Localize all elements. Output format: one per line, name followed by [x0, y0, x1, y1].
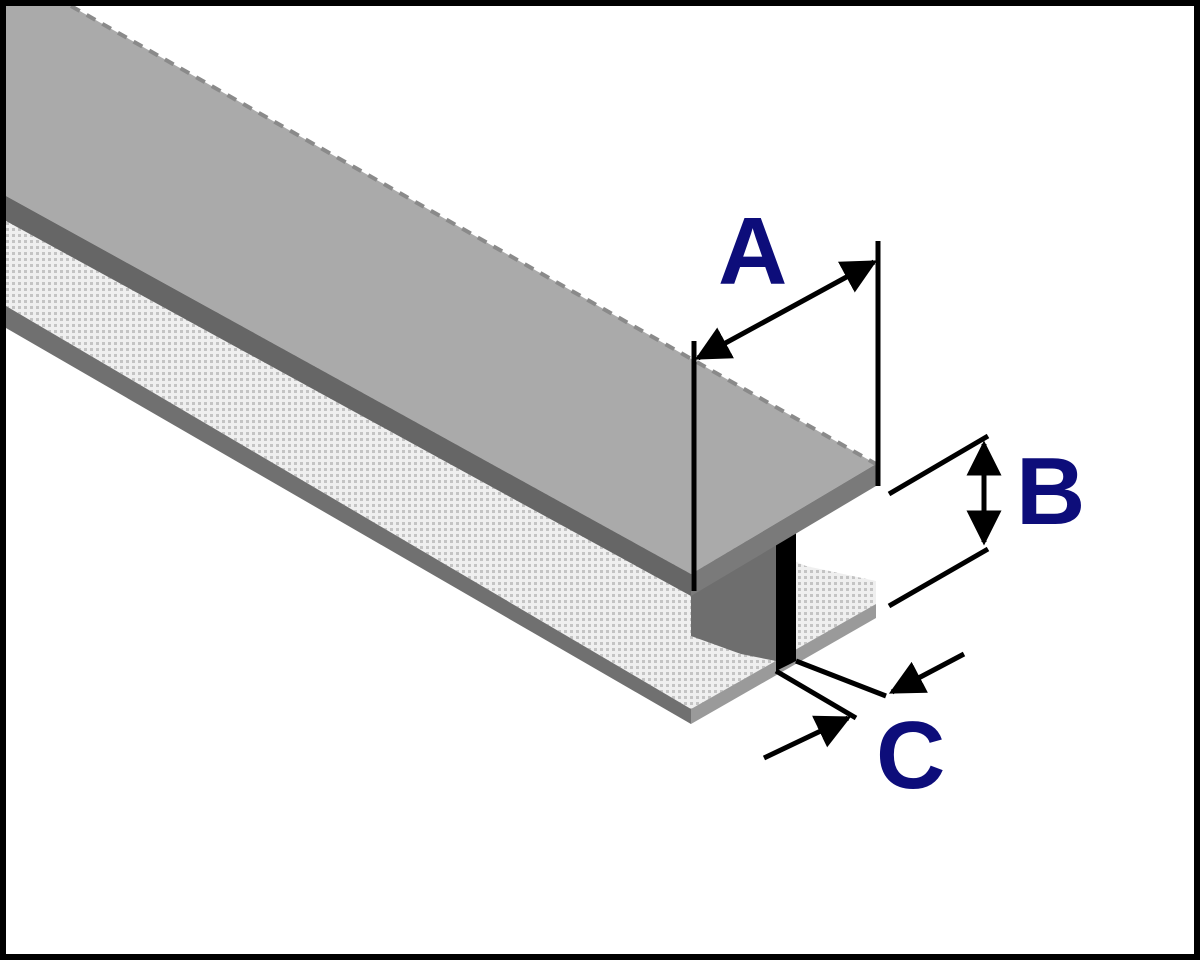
- top-flange-end-face: [691, 464, 876, 596]
- dimension-c-extension-right: [795, 658, 887, 699]
- dimension-c-arrow-left: [762, 715, 852, 761]
- dimension-c-label: C: [876, 702, 945, 809]
- dimension-c-arrow-right: [888, 651, 966, 695]
- bottom-flange-face: [6, 221, 876, 709]
- top-flange-top-face: [6, 6, 876, 574]
- dimension-b-extension-top: [887, 433, 990, 497]
- dimension-c-extension-left: [774, 668, 858, 721]
- bottom-flange-edge: [6, 306, 691, 724]
- web-shadow: [691, 536, 776, 661]
- dimension-a-arrow: [694, 259, 878, 361]
- dimension-b-label: B: [1016, 438, 1085, 545]
- web: [776, 526, 796, 671]
- top-flange-side-face: [6, 196, 691, 596]
- dimension-a-label: A: [718, 198, 787, 305]
- dimension-b-extension-bottom: [887, 546, 990, 609]
- t-bar-profile-diagram: A B C: [6, 6, 1085, 809]
